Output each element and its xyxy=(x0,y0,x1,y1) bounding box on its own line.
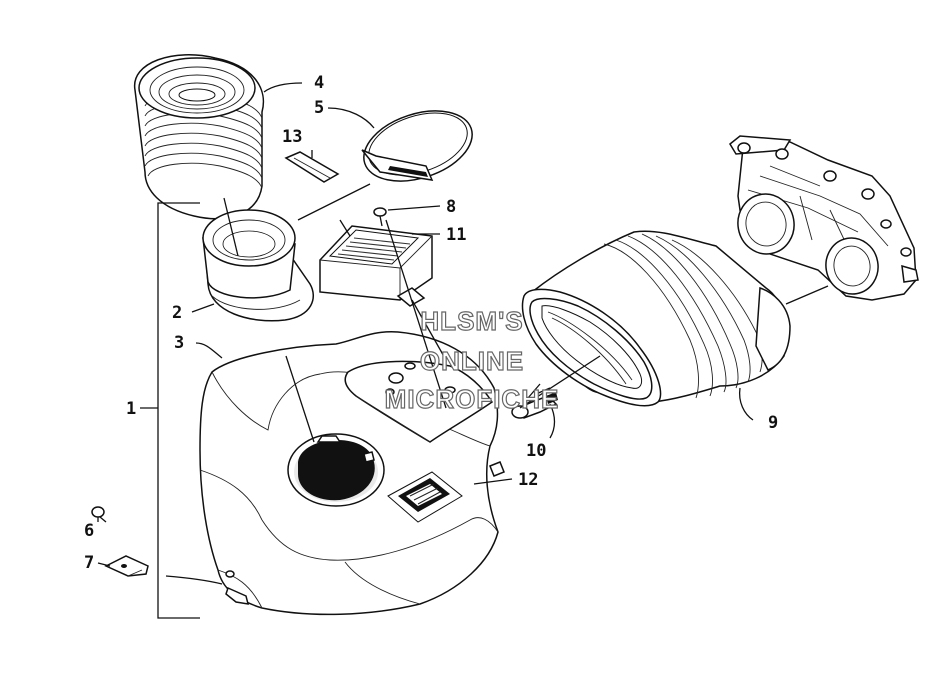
part-11-filter-box xyxy=(319,225,433,307)
throttle-body-assembly xyxy=(729,135,919,301)
callout-10: 10 xyxy=(526,441,546,461)
callout-6: 6 xyxy=(84,521,94,541)
part-10-clamp-screw xyxy=(511,383,558,419)
part-13-foam-strip xyxy=(284,151,340,183)
callout-5: 5 xyxy=(314,98,324,118)
part-7-bracket xyxy=(104,555,149,577)
callout-8: 8 xyxy=(446,197,456,217)
callout-11: 11 xyxy=(446,225,466,245)
watermark-line-3: MICROFICHE xyxy=(385,384,560,414)
part-2-intake-adapter xyxy=(202,209,315,322)
part-8-screw xyxy=(373,207,387,227)
part-9-intake-bellows xyxy=(521,230,791,407)
callout-13: 13 xyxy=(282,127,302,147)
callout-12: 12 xyxy=(518,470,538,490)
callout-7: 7 xyxy=(84,553,94,573)
callout-labels: 1 2 3 4 5 6 7 8 9 10 11 12 13 xyxy=(84,73,778,573)
part-3-airbox-body xyxy=(199,331,505,616)
part-4-corrugated-boot xyxy=(134,54,265,220)
part-6-rivet xyxy=(91,506,105,522)
watermark-line-1: HLSM'S xyxy=(420,306,523,336)
watermark-line-2: ONLINE xyxy=(420,346,524,376)
watermark: HLSM'S ONLINE MICROFICHE xyxy=(384,305,560,414)
callout-9: 9 xyxy=(768,413,778,433)
callout-4: 4 xyxy=(314,73,324,93)
callout-2: 2 xyxy=(172,303,182,323)
leader-lines xyxy=(97,82,829,619)
callout-3: 3 xyxy=(174,333,184,353)
callout-1: 1 xyxy=(126,399,136,419)
part-5-clamp-band xyxy=(361,110,473,182)
